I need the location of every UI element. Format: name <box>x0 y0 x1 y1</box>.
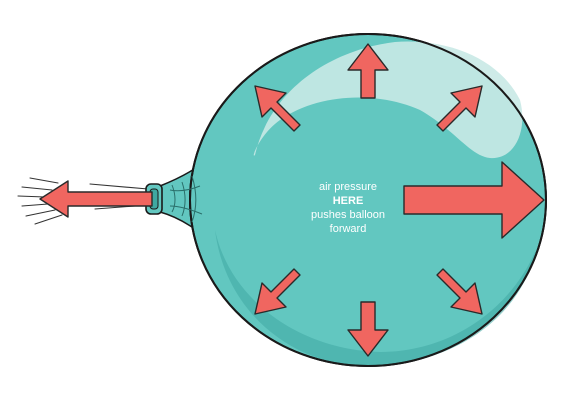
up-arrow <box>347 43 389 99</box>
up-left-arrow <box>254 85 301 132</box>
right-arrow-large <box>403 161 545 239</box>
label-forward: forward <box>329 223 367 235</box>
label-here: HERE <box>332 195 364 207</box>
balloon-highlight <box>253 41 523 159</box>
escaping-air-lines-icon <box>17 177 149 225</box>
label-pushes-balloon: pushes balloon <box>310 209 385 221</box>
label-air-pressure: air pressure <box>318 181 378 193</box>
down-left-arrow <box>254 268 301 315</box>
down-arrow <box>347 301 389 357</box>
down-right-arrow <box>436 268 483 315</box>
balloon-shadow <box>215 230 536 366</box>
up-right-arrow <box>436 85 483 132</box>
escaping-air-left-arrow <box>39 180 153 218</box>
